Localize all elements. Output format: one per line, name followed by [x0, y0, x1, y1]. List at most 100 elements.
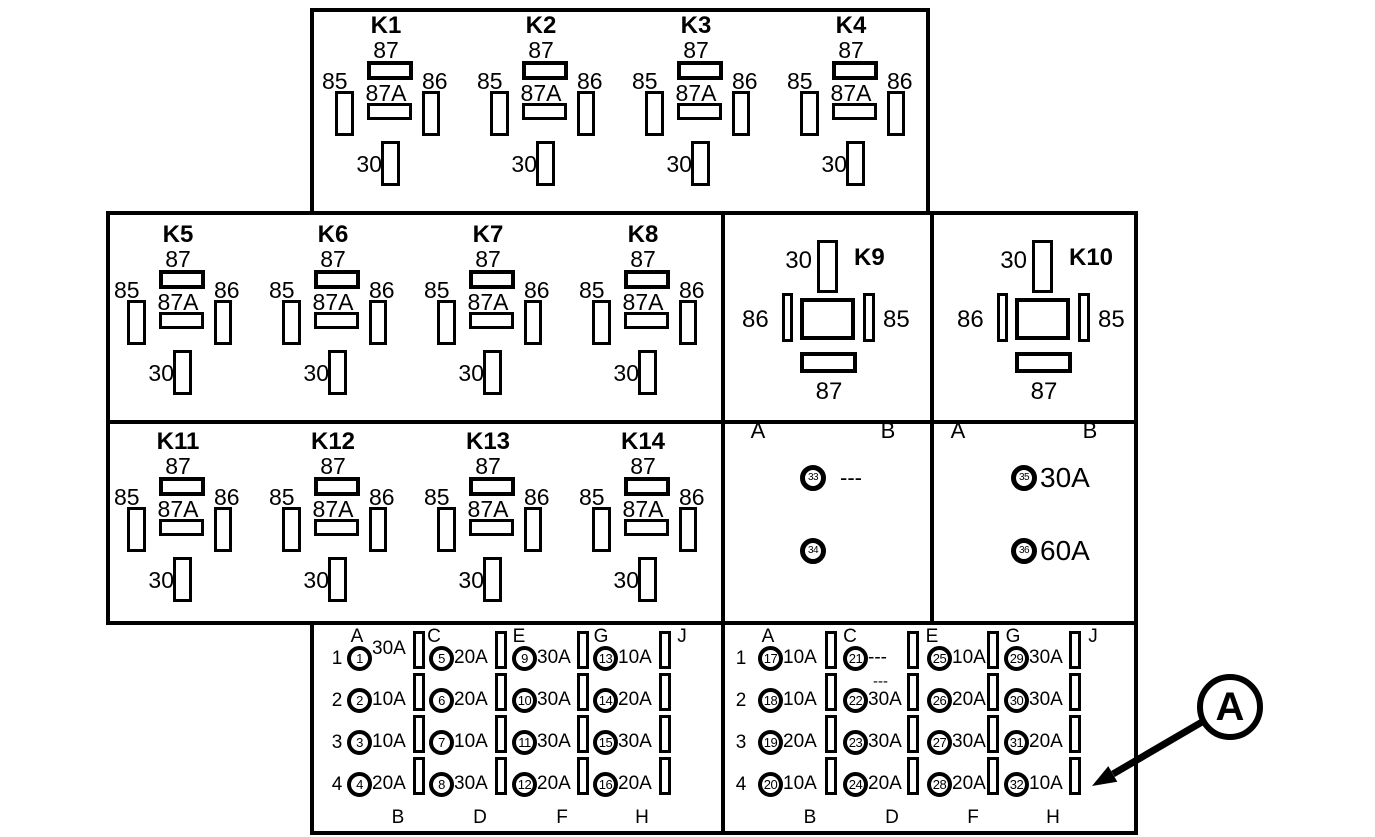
connector-bar: [1069, 715, 1081, 753]
connector-bar: [577, 757, 589, 795]
pin-30-label: 30: [613, 360, 639, 386]
fuse-10-rating: 30A: [537, 689, 571, 710]
pin-85-terminal: [490, 91, 509, 136]
pin-87-label: 87: [1030, 378, 1058, 405]
pin-85-label: 85: [114, 277, 140, 303]
pin-86-terminal: [369, 300, 387, 345]
connector-bar: [495, 673, 507, 711]
panel-letter-e: E: [925, 626, 939, 647]
pin-87-label: 87: [528, 37, 554, 63]
pin-85-terminal: [282, 300, 301, 345]
pin-85-terminal: [592, 507, 611, 552]
connector-bar: [577, 715, 589, 753]
relay-title: K12: [310, 428, 356, 455]
pin-30-label: 30: [458, 360, 484, 386]
pin-87a-label: 87A: [622, 496, 664, 522]
fuse-3-rating: 10A: [372, 731, 406, 752]
pin-87-terminal: [624, 477, 670, 496]
relay-body: [800, 298, 855, 340]
fuse-32-rating: 10A: [1029, 773, 1063, 794]
pin-30-terminal: [817, 240, 838, 293]
fuse-3: 3: [347, 730, 372, 755]
panel-letter-h: H: [1046, 807, 1060, 828]
fuse-14-rating: 20A: [618, 689, 652, 710]
fuse-5: 5: [429, 646, 454, 671]
pin-85-terminal: [645, 91, 664, 136]
divider-horizontal: [110, 420, 1134, 424]
connector-bar: [577, 673, 589, 711]
pin-86-label: 86: [524, 484, 550, 510]
pin-30-terminal: [1032, 240, 1053, 293]
connector-bar: [907, 673, 919, 711]
pin-85-label: 85: [114, 484, 140, 510]
maxi-fuse-33: 33: [800, 465, 826, 491]
pin-86-terminal: [732, 91, 750, 136]
pin-87a-terminal: [159, 312, 204, 329]
callout-arrow: [1092, 718, 1204, 786]
pin-86-label: 86: [742, 306, 769, 333]
fuse-row-number: 1: [735, 648, 747, 669]
maxi-fuse-35-rating: 30A: [1040, 462, 1090, 493]
fuse-15-rating: 30A: [618, 731, 652, 752]
pin-87-terminal: [469, 477, 515, 496]
pin-87a-label: 87A: [622, 289, 664, 315]
connector-bar: [413, 757, 425, 795]
relay-title: K2: [525, 12, 557, 39]
pin-30-terminal: [173, 350, 192, 395]
pin-86-label: 86: [577, 68, 603, 94]
relay-title: K9: [854, 244, 885, 271]
fuse-21-sub-rating: ---: [873, 673, 888, 690]
panel-letter-h: H: [635, 807, 649, 828]
panel-letter-g: G: [593, 626, 609, 647]
fuse-16: 16: [593, 772, 618, 797]
pin-30-terminal: [638, 350, 657, 395]
panel-letter-b: B: [391, 807, 405, 828]
fuse-25-rating: 10A: [952, 647, 986, 668]
fuse-8: 8: [429, 772, 454, 797]
panel-letter-j: J: [677, 626, 687, 647]
pin-86-terminal: [679, 507, 697, 552]
pin-87-terminal: [800, 352, 857, 373]
fuse-24-rating: 20A: [868, 773, 902, 794]
fuse-19: 19: [758, 730, 783, 755]
pin-87-terminal: [677, 61, 723, 80]
pin-87-terminal: [159, 477, 205, 496]
pin-87-terminal: [624, 270, 670, 289]
panel-letter-a: A: [350, 626, 364, 647]
relay-k9: 30 K9 86 85 87: [742, 240, 914, 404]
pin-86-label: 86: [524, 277, 550, 303]
fuse-31: 31: [1004, 730, 1029, 755]
pin-87a-terminal: [469, 312, 514, 329]
relay-k6: K6 87 87A 85 86 30: [269, 223, 397, 401]
fuse-14: 14: [593, 688, 618, 713]
pin-87a-terminal: [624, 312, 669, 329]
relay-body: [1015, 298, 1070, 340]
connector-bar: [987, 631, 999, 669]
fuse-row-number: 1: [331, 648, 343, 669]
pin-30-label: 30: [613, 567, 639, 593]
pin-87a-terminal: [469, 519, 514, 536]
fuse-8-rating: 30A: [454, 773, 488, 794]
pin-85-label: 85: [579, 277, 605, 303]
pin-87-label: 87: [165, 453, 191, 479]
pin-87a-terminal: [314, 312, 359, 329]
connector-bar: [1069, 757, 1081, 795]
connector-bar: [495, 631, 507, 669]
connector-bar: [495, 715, 507, 753]
fuse-29-rating: 30A: [1029, 647, 1063, 668]
connector-bar: [907, 757, 919, 795]
pin-30-label: 30: [356, 151, 382, 177]
pin-86-terminal: [997, 293, 1008, 342]
fuse-row-number: 2: [331, 690, 343, 711]
pin-87a-label: 87A: [312, 289, 354, 315]
fuse-22: 22: [843, 688, 868, 713]
pin-30-terminal: [381, 141, 400, 186]
panel-letter-c: C: [427, 626, 441, 647]
pin-86-terminal: [422, 91, 440, 136]
fuse-25: 25: [927, 646, 952, 671]
fuse-6-rating: 20A: [454, 689, 488, 710]
pin-86-terminal: [577, 91, 595, 136]
pin-87a-label: 87A: [157, 289, 199, 315]
pin-87-label: 87: [815, 378, 843, 405]
pin-87a-label: 87A: [675, 80, 717, 106]
